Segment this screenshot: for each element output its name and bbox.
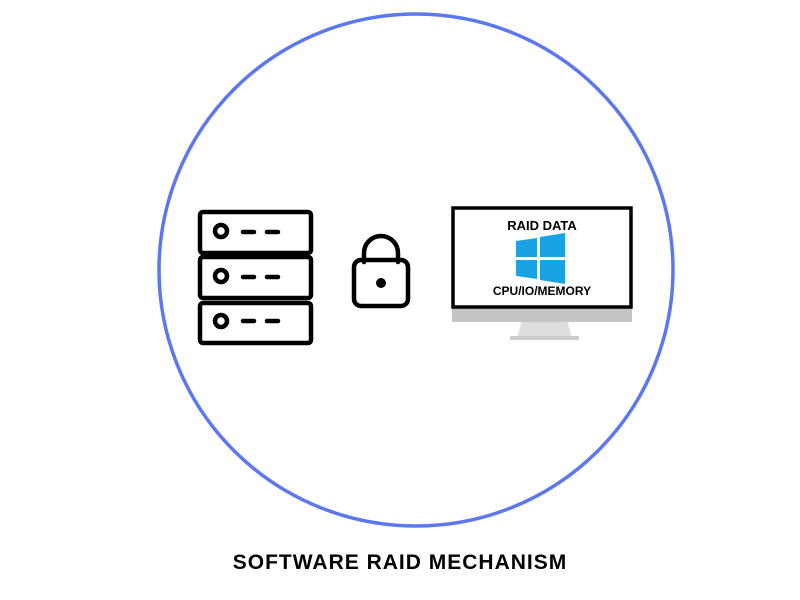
server-unit-middle: [197, 254, 314, 301]
outline-circle: [157, 12, 675, 528]
monitor-chin: [452, 307, 632, 322]
padlock-icon: [351, 233, 411, 309]
monitor-stand: [517, 320, 572, 338]
monitor-screen: [451, 206, 633, 309]
monitor-bottom-label: CPU/IO/MEMORY: [493, 284, 591, 298]
padlock-keyhole: [376, 278, 386, 288]
server-unit-bottom: [197, 300, 314, 346]
windows-logo-icon: [516, 233, 565, 284]
padlock-shackle: [361, 233, 401, 265]
server-led-bottom: [212, 312, 230, 330]
server-led-middle: [212, 267, 230, 285]
server-unit-top: [197, 209, 314, 256]
padlock-body: [351, 257, 411, 309]
monitor-stand-base: [510, 336, 579, 340]
monitor-top-label: RAID DATA: [507, 218, 577, 233]
server-rack-icon: [197, 209, 314, 346]
diagram-caption: SOFTWARE RAID MECHANISM: [232, 551, 568, 574]
server-led-top: [212, 222, 230, 240]
computer-monitor-icon: [451, 206, 633, 340]
